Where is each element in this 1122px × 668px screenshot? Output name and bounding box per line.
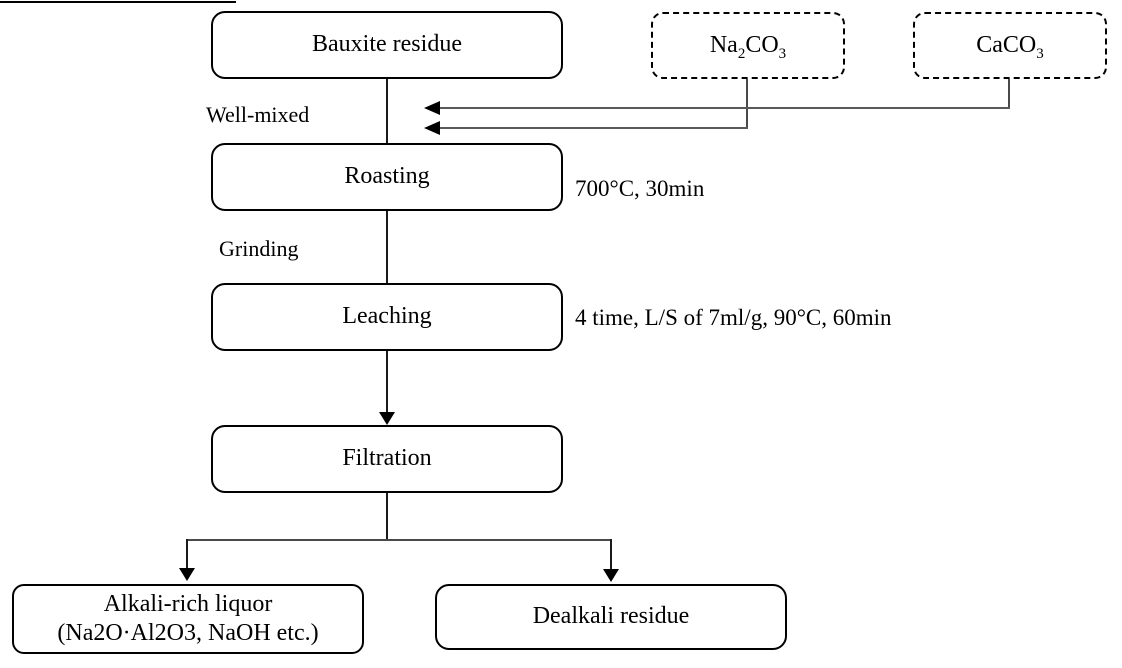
alkali-rich-liquor-box: Alkali-rich liquor (Na2O·Al2O3, NaOH etc… xyxy=(12,584,364,654)
alkali-rich-liquor-label-line2: (Na2O·Al2O3, NaOH etc.) xyxy=(57,620,319,646)
branch-left-arrowhead-icon xyxy=(179,568,195,581)
na2co3-label: Na2CO3 xyxy=(709,31,787,62)
na2co3-box: Na2CO3 xyxy=(651,12,845,79)
caco3-drop-line xyxy=(1008,79,1010,109)
bauxite-residue-box: Bauxite residue xyxy=(211,11,563,79)
caco3-label: CaCO3 xyxy=(976,31,1044,62)
na2co3-drop-line xyxy=(746,79,748,129)
leaching-filtration-arrowhead-icon xyxy=(379,412,395,425)
split-horizontal-line xyxy=(186,539,612,541)
caco3-feed-arrowhead-icon xyxy=(424,101,440,115)
na2co3-subscript-1: 2 xyxy=(737,45,746,62)
roasting-conditions-note: 700°C, 30min xyxy=(575,176,705,201)
roasting-box: Roasting xyxy=(211,143,563,211)
bauxite-residue-label: Bauxite residue xyxy=(312,31,462,58)
branch-right-arrowhead-icon xyxy=(603,569,619,582)
na2co3-feed-arrowhead-icon xyxy=(424,121,440,135)
branch-left-drop-line xyxy=(186,539,188,570)
caco3-feed-shaft xyxy=(438,107,1010,109)
connector-filtration-split xyxy=(386,493,388,540)
caco3-subscript-1: 3 xyxy=(1036,45,1044,62)
leaching-label: Leaching xyxy=(342,303,432,330)
connector-bauxite-roasting xyxy=(386,79,388,143)
caco3-text-1: CaCO xyxy=(976,31,1037,58)
leaching-conditions-note: 4 time, L/S of 7ml/g, 90°C, 60min xyxy=(575,305,892,330)
figure-border-fragment xyxy=(0,1,236,3)
well-mixed-label: Well-mixed xyxy=(206,102,310,127)
filtration-box: Filtration xyxy=(211,425,563,493)
grinding-label: Grinding xyxy=(219,236,299,261)
connector-roasting-leaching xyxy=(386,211,388,283)
na2co3-subscript-2: 3 xyxy=(778,45,787,62)
leaching-box: Leaching xyxy=(211,283,563,351)
branch-right-drop-line xyxy=(610,539,612,571)
alkali-rich-liquor-label-line1: Alkali-rich liquor xyxy=(103,590,273,617)
roasting-label: Roasting xyxy=(344,163,430,190)
dealkali-residue-box: Dealkali residue xyxy=(435,584,787,650)
connector-leaching-filtration xyxy=(386,351,388,414)
na2co3-text-2: CO xyxy=(745,31,779,58)
na2co3-feed-shaft xyxy=(438,127,748,129)
filtration-label: Filtration xyxy=(342,445,432,472)
na2co3-text-1: Na xyxy=(709,31,738,58)
caco3-box: CaCO3 xyxy=(913,12,1107,79)
dealkali-residue-label: Dealkali residue xyxy=(532,603,690,630)
